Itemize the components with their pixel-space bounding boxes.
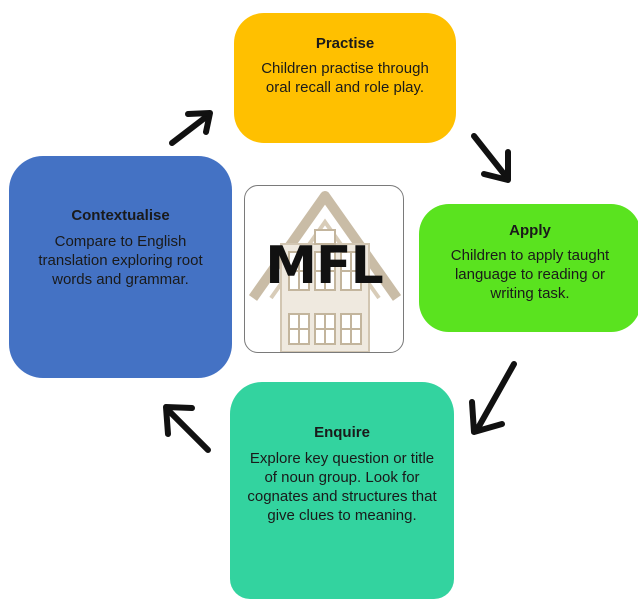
practise-title: Practise (315, 35, 375, 52)
contextualise-title: Contextualise (71, 207, 170, 224)
arrow-to-apply-icon (471, 133, 511, 183)
enquire-title: Enquire (314, 424, 370, 441)
arrow-to-contextualise-icon (163, 404, 211, 453)
school-building-icon (248, 191, 402, 352)
apply-description: Children to apply taught language to rea… (450, 247, 610, 302)
logo-text: MFL (265, 236, 383, 296)
arrow-to-practise-icon (169, 110, 213, 146)
practise-box: Practise Children practise through oral … (234, 13, 456, 143)
apply-title: Apply (509, 222, 551, 239)
enquire-description: Explore key question or title of noun gr… (247, 450, 437, 524)
practise-description: Children practise through oral recall an… (261, 60, 429, 96)
apply-box: Apply Children to apply taught language … (419, 204, 638, 332)
mfl-logo: MFL (244, 185, 404, 353)
contextualise-box: Contextualise Compare to English transla… (9, 156, 232, 378)
arrow-to-enquire-icon (469, 361, 517, 435)
enquire-box: Enquire Explore key question or title of… (230, 382, 454, 599)
contextualise-description: Compare to English translation exploring… (38, 233, 203, 288)
